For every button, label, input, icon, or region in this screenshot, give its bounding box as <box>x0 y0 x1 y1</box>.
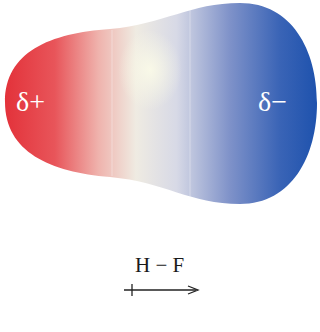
partial-charge: δ− <box>258 88 287 116</box>
arrow-shaft <box>124 289 196 290</box>
molecule-formula: H − F <box>135 255 184 276</box>
arrow-head <box>188 286 198 294</box>
arrow-cross <box>131 284 132 296</box>
partial-charge: δ+ <box>16 88 45 116</box>
electron-density-cloud: δ+ δ− <box>0 0 320 208</box>
